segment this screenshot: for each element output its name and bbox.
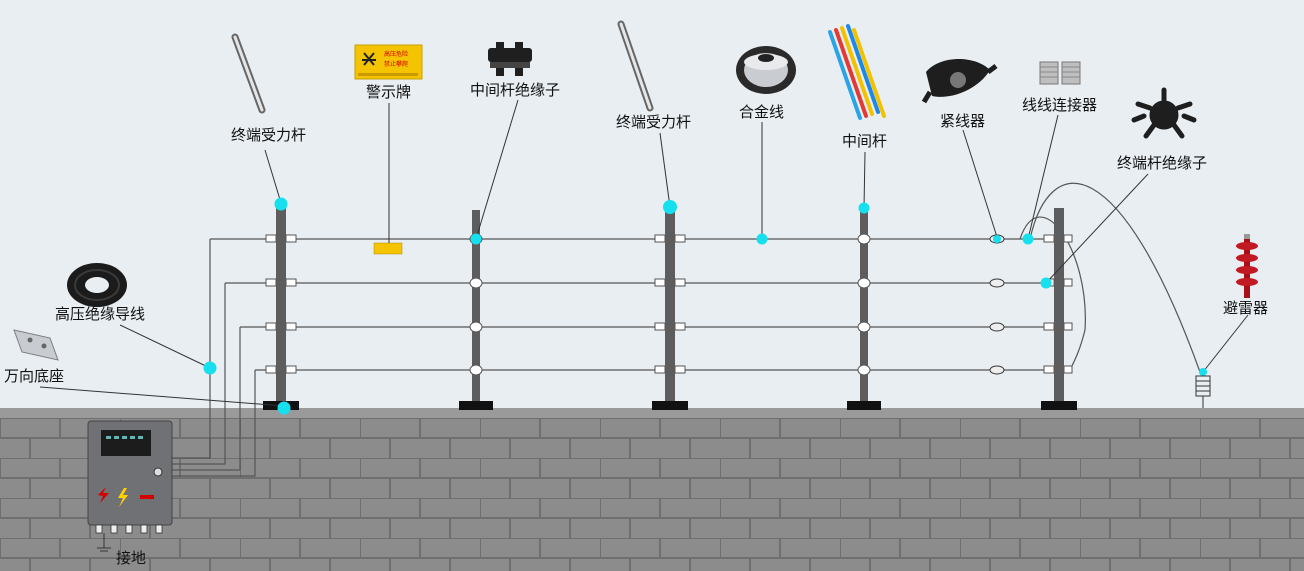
terminal-insulator-icon [1131, 87, 1197, 139]
label-tightener: 紧线器 [940, 112, 986, 130]
label-middle-insulator: 中间杆绝缘子 [470, 81, 561, 99]
pole-terminal-right [1054, 208, 1064, 405]
leader-lines [39, 99, 1249, 407]
pole-terminal-left [276, 205, 286, 405]
pole-middle-2 [860, 210, 868, 405]
highlight-markers [203, 197, 1207, 415]
label-lightning-arrester: 避雷器 [1223, 299, 1269, 317]
label-wire-connector: 线线连接器 [1022, 96, 1098, 114]
brick-wall [0, 410, 1304, 571]
wire-connector-icon [1039, 61, 1081, 85]
label-terminal-pole-left: 终端受力杆 [231, 126, 307, 144]
label-terminal-pole-right: 终端受力杆 [616, 113, 692, 131]
middle-pole-icon [828, 24, 886, 120]
terminal-pole-icon-left [231, 33, 266, 114]
middle-insulator-icon [488, 42, 532, 76]
hv-cable-coil-icon [67, 263, 127, 307]
label-terminal-insulator: 终端杆绝缘子 [1117, 154, 1208, 172]
wire-warning-sign [373, 242, 403, 255]
label-middle-pole: 中间杆 [842, 132, 888, 150]
warning-sign-icon: 高压危险 禁止攀爬 [354, 44, 423, 80]
pole-terminal-mid [665, 208, 675, 405]
label-ground: 接地 [116, 549, 147, 567]
pole-middle-1 [472, 210, 480, 405]
arrester-coil [1195, 375, 1211, 408]
alloy-wire-spool-icon [736, 46, 796, 94]
pole-insulators [265, 233, 1073, 376]
tightener-icon [921, 58, 998, 104]
wall-cap [0, 408, 1304, 418]
universal-base-icon [13, 329, 59, 361]
sign-line1: 高压危险 [384, 50, 408, 58]
label-universal-base: 万向底座 [4, 367, 65, 385]
wire-tighteners [989, 234, 1005, 375]
label-hv-cable: 高压绝缘导线 [55, 305, 146, 323]
fence-wires [210, 238, 1070, 371]
lead-wires [170, 182, 1201, 477]
lightning-arrester-icon [1236, 234, 1258, 298]
controller-box [87, 420, 173, 552]
label-alloy-wire: 合金线 [739, 103, 785, 121]
poles [263, 205, 1077, 410]
terminal-pole-icon-right [617, 20, 654, 112]
label-warning-sign: 警示牌 [366, 83, 412, 101]
sign-line2: 禁止攀爬 [384, 60, 408, 68]
